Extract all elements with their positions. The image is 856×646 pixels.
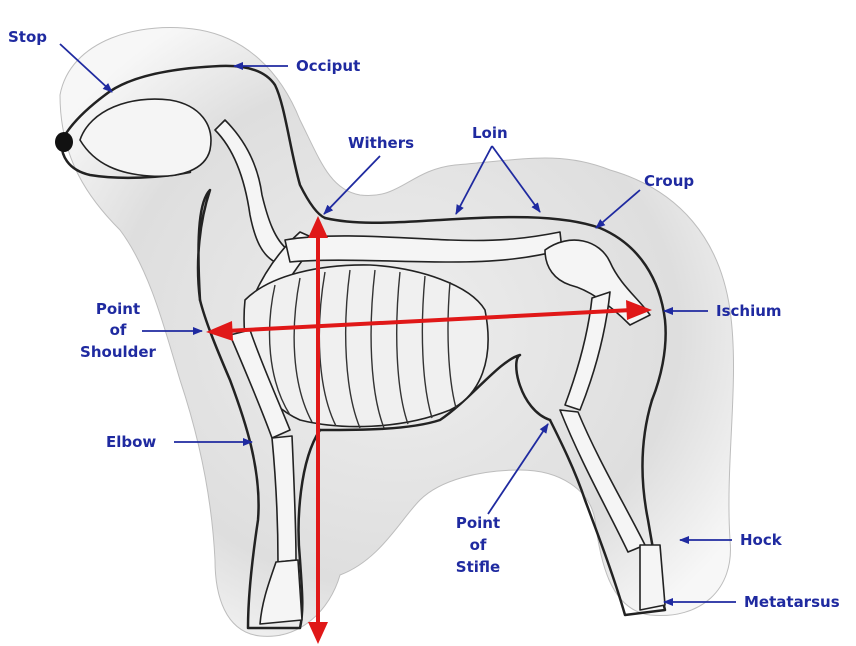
label-withers: Withers <box>348 134 414 152</box>
label-metatarsus: Metatarsus <box>744 593 840 611</box>
label-point-of-stifle-line2: of <box>470 536 487 554</box>
label-point-of-shoulder-line3: Shoulder <box>80 343 157 361</box>
label-stop: Stop <box>8 28 47 46</box>
label-point-of-stifle-line3: Stifle <box>456 558 500 576</box>
label-hock: Hock <box>740 531 783 549</box>
label-occiput: Occiput <box>296 57 360 75</box>
hind-metatarsus-bone <box>640 545 665 610</box>
label-elbow: Elbow <box>106 433 156 451</box>
label-point-of-shoulder-line2: of <box>110 321 127 339</box>
label-point-of-shoulder-line1: Point <box>96 300 140 318</box>
rib-cage <box>244 265 488 427</box>
nose <box>55 132 73 152</box>
label-loin: Loin <box>472 124 508 142</box>
label-ischium: Ischium <box>716 302 782 320</box>
label-croup: Croup <box>644 172 694 190</box>
label-point-of-stifle-line1: Point <box>456 514 500 532</box>
